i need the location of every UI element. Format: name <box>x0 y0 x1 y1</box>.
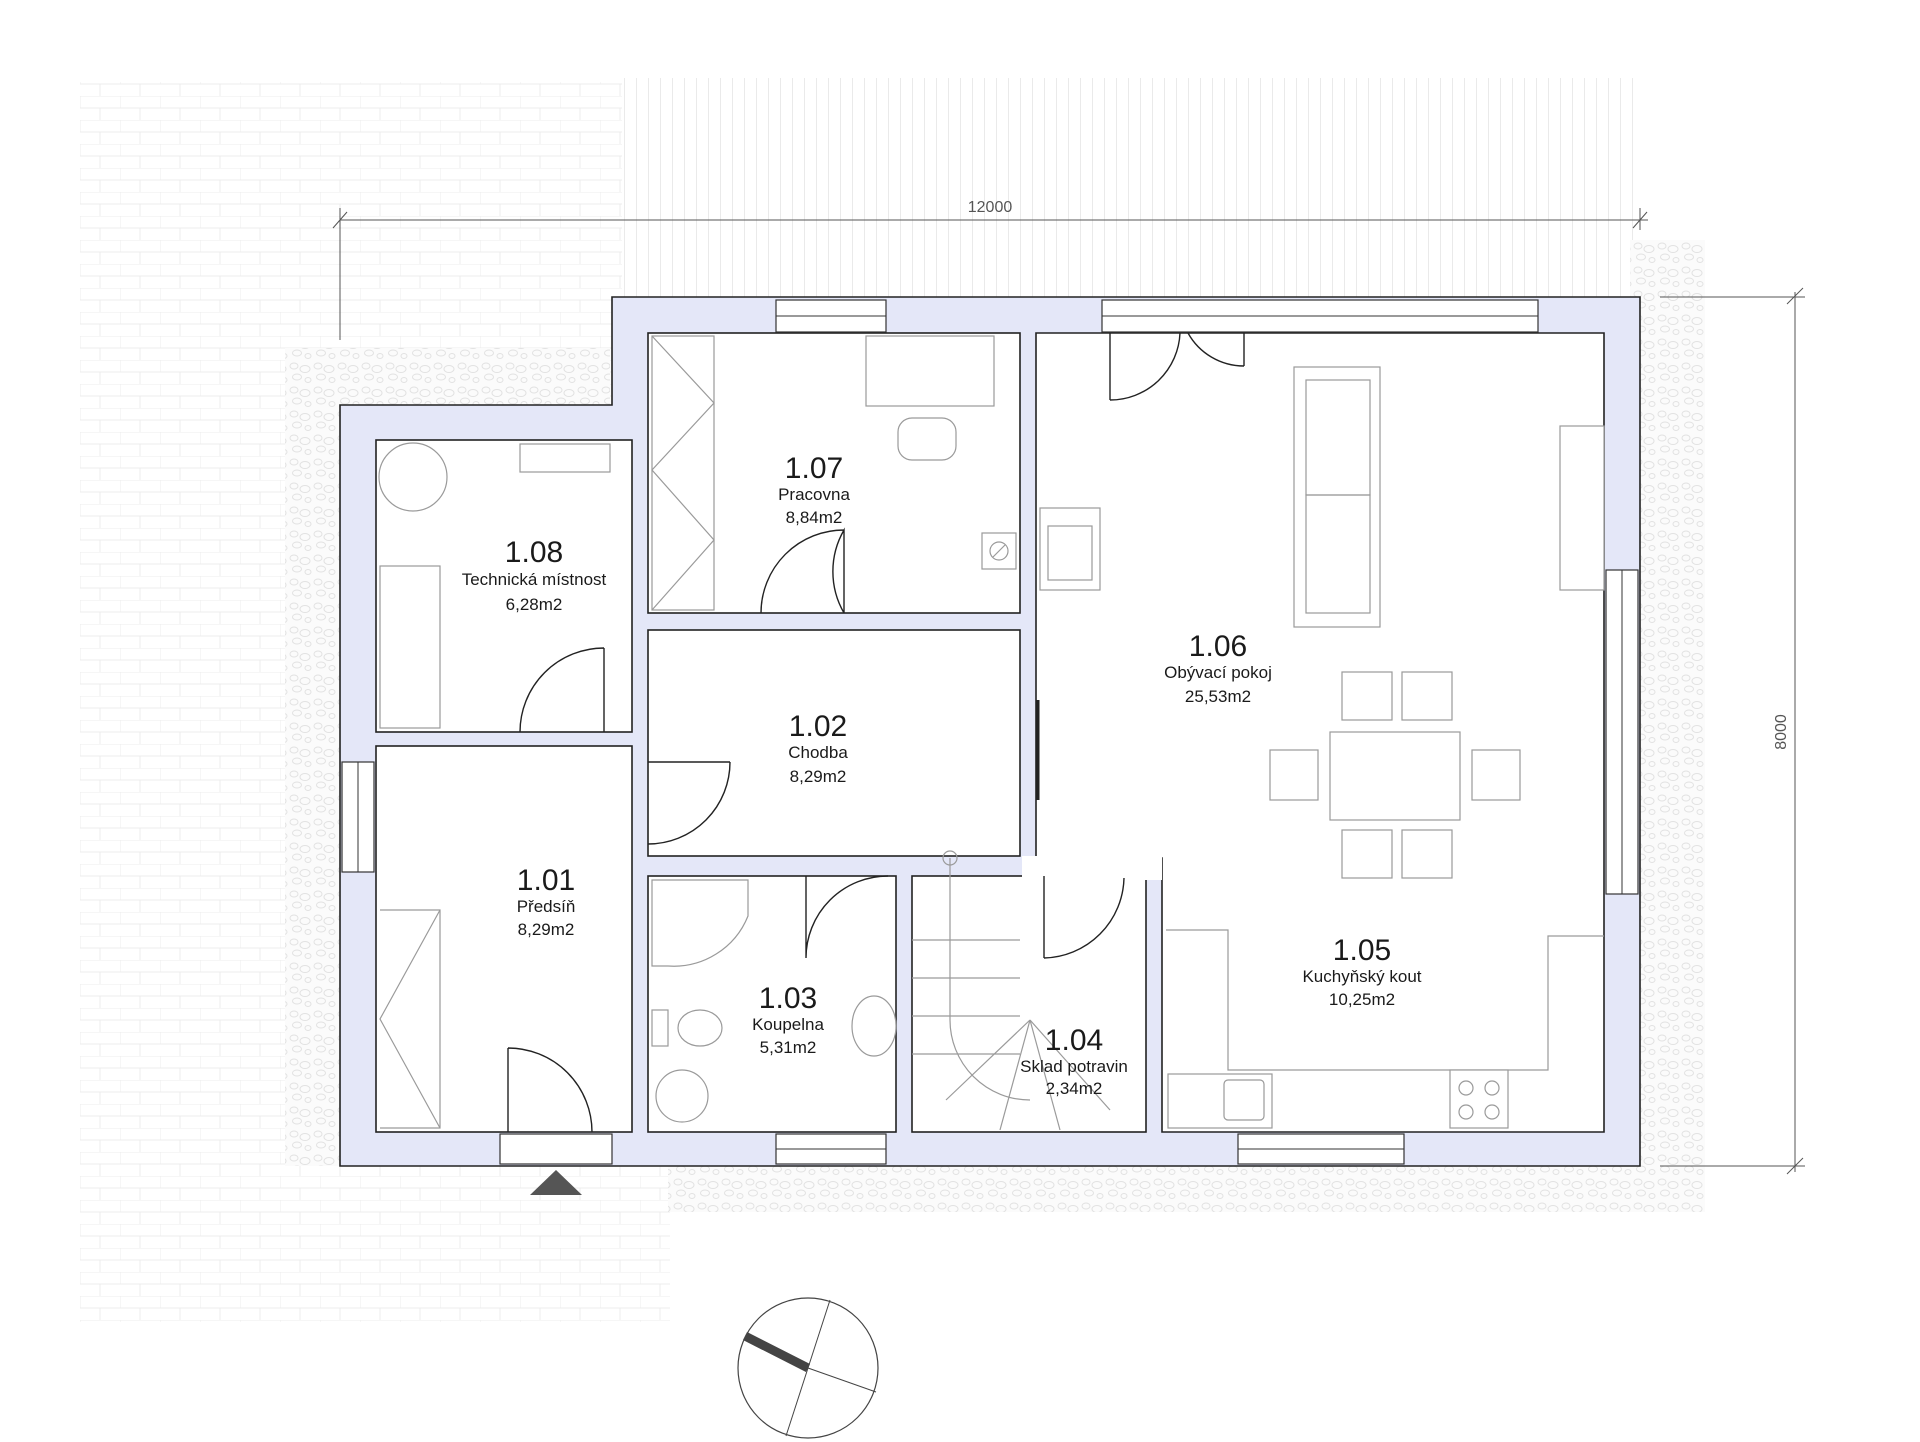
svg-text:25,53m2: 25,53m2 <box>1185 687 1251 706</box>
svg-text:Technická místnost: Technická místnost <box>462 570 607 589</box>
floor-1-04 <box>911 875 1147 1133</box>
svg-text:2,34m2: 2,34m2 <box>1046 1079 1103 1098</box>
svg-text:8,84m2: 8,84m2 <box>786 508 843 527</box>
floor-1-08 <box>375 439 633 733</box>
room-label-1-01: 1.01 Předsíň 8,29m2 <box>517 864 576 939</box>
svg-text:Sklad potravin: Sklad potravin <box>1020 1057 1128 1076</box>
gravel-east <box>1640 240 1705 1212</box>
furniture <box>378 335 1605 1131</box>
dimensions: 12000 8000 <box>332 199 1805 1175</box>
dim-width-label: 12000 <box>968 199 1013 216</box>
svg-text:1.02: 1.02 <box>789 710 847 743</box>
tech-cabinet <box>519 443 611 473</box>
room-label-1-05: 1.05 Kuchyňský kout 10,25m2 <box>1302 934 1421 1009</box>
desk <box>865 335 995 407</box>
svg-text:6,28m2: 6,28m2 <box>506 595 563 614</box>
door-1-03 <box>805 875 889 959</box>
cooktop <box>1449 1069 1509 1129</box>
svg-text:Předsíň: Předsíň <box>517 897 576 916</box>
svg-text:1.03: 1.03 <box>759 982 817 1015</box>
windows <box>341 299 1639 1165</box>
svg-text:10,25m2: 10,25m2 <box>1329 990 1395 1009</box>
room-floors <box>375 332 1605 1133</box>
wooden-deck <box>622 78 1637 300</box>
door-1-08 <box>519 647 605 733</box>
office-chair <box>897 417 957 461</box>
staircase <box>912 850 1111 1131</box>
gravel-west <box>285 348 343 1166</box>
dim-height-label: 8000 <box>1773 714 1790 750</box>
chair <box>1471 749 1521 801</box>
fireplace <box>1039 507 1101 591</box>
svg-text:1.06: 1.06 <box>1189 630 1247 663</box>
door-1-01-entrance <box>507 1047 593 1133</box>
room-label-1-04: 1.04 Sklad potravin 2,34m2 <box>1020 1024 1128 1098</box>
svg-text:5,31m2: 5,31m2 <box>760 1038 817 1057</box>
washing-machine <box>655 1069 709 1123</box>
toilet <box>677 1009 723 1047</box>
floor-1-01 <box>375 745 633 1133</box>
svg-text:Koupelna: Koupelna <box>752 1015 824 1034</box>
chair <box>1401 829 1453 879</box>
svg-text:8,29m2: 8,29m2 <box>518 920 575 939</box>
boiler <box>378 442 448 512</box>
chair <box>1401 671 1453 721</box>
gravel-south <box>668 1160 1705 1212</box>
svg-text:1.08: 1.08 <box>505 536 563 569</box>
svg-text:1.04: 1.04 <box>1045 1024 1103 1057</box>
chair <box>1341 829 1393 879</box>
stove-chimney <box>981 532 1017 570</box>
svg-text:Pracovna: Pracovna <box>778 485 850 504</box>
room-label-1-08: 1.08 Technická místnost 6,28m2 <box>462 536 607 614</box>
svg-text:1.05: 1.05 <box>1333 934 1391 967</box>
door-terrace <box>1109 332 1245 401</box>
north-arrow-icon <box>737 1297 879 1439</box>
sink <box>1167 1073 1273 1129</box>
sideboard <box>1559 425 1605 591</box>
entrance-arrow-icon <box>530 1170 582 1195</box>
svg-text:1.07: 1.07 <box>785 452 843 485</box>
room-labels: 1.08 Technická místnost 6,28m2 1.07 Prac… <box>462 452 1422 1098</box>
chair <box>1269 749 1319 801</box>
tech-counter <box>379 565 441 729</box>
room-label-1-06: 1.06 Obývací pokoj 25,53m2 <box>1164 630 1272 706</box>
washbasin <box>851 995 897 1057</box>
floor-stair-link <box>1022 856 1162 880</box>
door-1-07 <box>760 527 845 614</box>
svg-text:8,29m2: 8,29m2 <box>790 767 847 786</box>
sofa <box>1293 366 1381 628</box>
chair <box>1341 671 1393 721</box>
hall-wardrobe <box>380 909 441 1129</box>
svg-text:1.01: 1.01 <box>517 864 575 897</box>
door-1-02 <box>647 761 731 845</box>
shower <box>651 879 749 967</box>
kitchen-counter <box>1166 929 1604 1071</box>
entrance-door-frame <box>499 1133 613 1165</box>
svg-text:Obývací pokoj: Obývací pokoj <box>1164 663 1272 682</box>
door-1-04 <box>1043 876 1125 959</box>
room-label-1-07: 1.07 Pracovna 8,84m2 <box>778 452 850 527</box>
svg-text:Kuchyňský kout: Kuchyňský kout <box>1302 967 1421 986</box>
room-label-1-03: 1.03 Koupelna 5,31m2 <box>752 982 824 1057</box>
floor-1-02 <box>647 629 1021 857</box>
svg-text:Chodba: Chodba <box>788 743 848 762</box>
doors <box>507 332 1245 1133</box>
wardrobe <box>651 335 715 611</box>
room-label-1-02: 1.02 Chodba 8,29m2 <box>788 710 848 786</box>
dining-table <box>1329 731 1461 821</box>
